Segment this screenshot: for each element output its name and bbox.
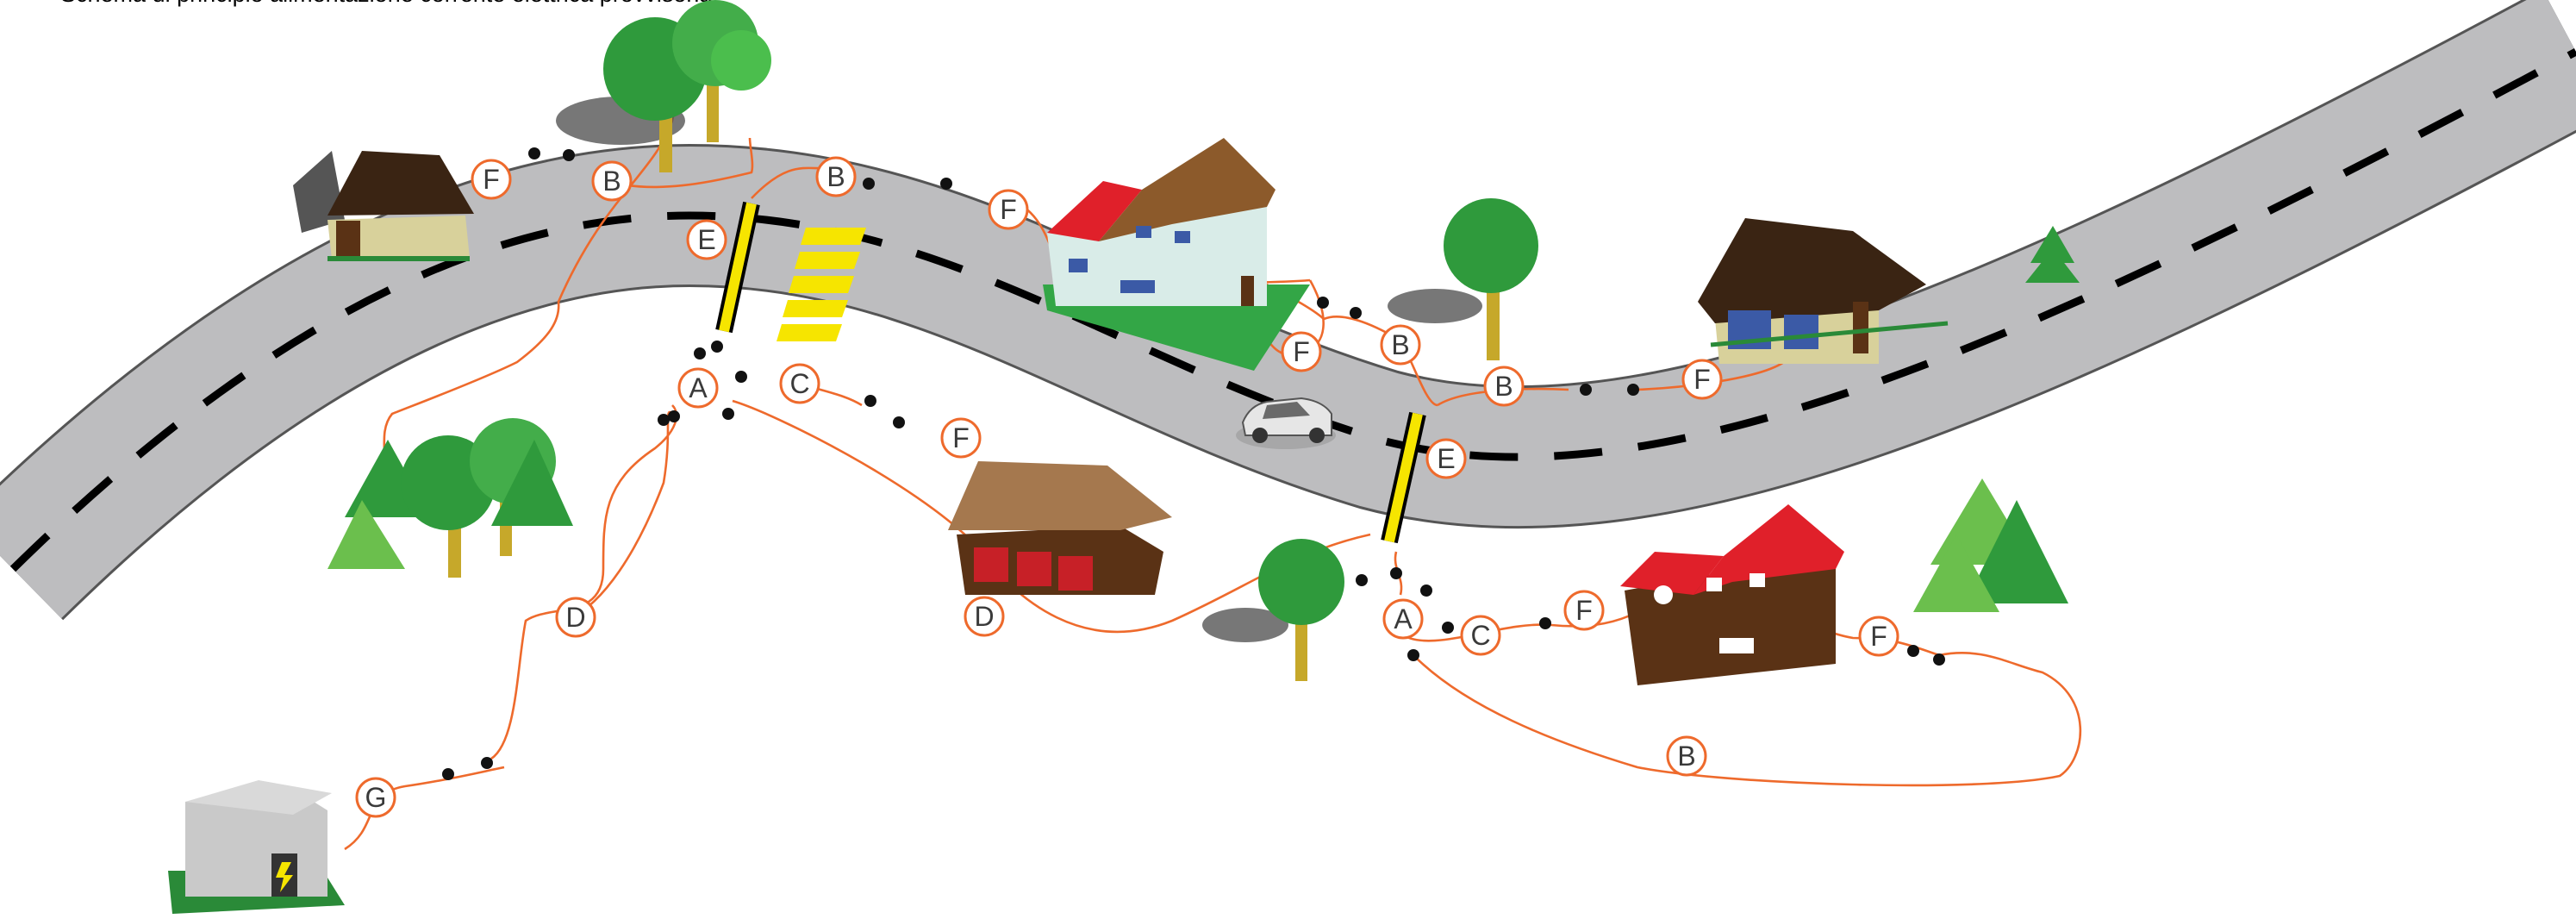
svg-text:F: F [1870, 621, 1887, 652]
tree-group-left [327, 418, 573, 578]
svg-text:C: C [789, 368, 809, 399]
svg-text:F: F [1575, 595, 1593, 626]
connector-f5: F [942, 419, 980, 457]
connector-f1: F [472, 160, 510, 198]
svg-text:F: F [1293, 336, 1310, 367]
connector-f3: F [1282, 333, 1320, 371]
connector-d1: D [557, 598, 595, 636]
connector-b1: B [593, 162, 631, 200]
svg-text:F: F [1000, 194, 1017, 225]
connector-b3: B [1382, 326, 1419, 364]
connector-b5: B [1668, 737, 1706, 775]
svg-text:F: F [1693, 364, 1711, 395]
connector-f6: F [1565, 591, 1603, 629]
substation [168, 780, 345, 914]
connector-f4: F [1683, 360, 1721, 398]
svg-text:C: C [1470, 620, 1490, 651]
connector-g1: G [357, 778, 395, 816]
svg-text:B: B [1677, 741, 1695, 772]
connector-a2: A [1384, 600, 1422, 638]
tree-group-bottom-right [1913, 478, 2068, 612]
connector-b4: B [1485, 367, 1523, 405]
connector-e1: E [688, 221, 726, 259]
house-top-left [293, 151, 474, 259]
connector-c1: C [781, 365, 819, 403]
svg-text:E: E [697, 224, 715, 255]
svg-text:D: D [974, 601, 994, 632]
tree-center-bottom [1202, 539, 1344, 681]
connector-f7: F [1860, 617, 1898, 655]
svg-text:A: A [1394, 603, 1413, 635]
svg-text:B: B [1391, 329, 1409, 360]
connector-b2: B [817, 158, 855, 196]
svg-text:B: B [1494, 371, 1513, 402]
connector-d2: D [965, 597, 1003, 635]
svg-text:F: F [483, 164, 500, 195]
connector-f2: F [989, 191, 1027, 228]
connector-e2: E [1427, 440, 1465, 478]
svg-text:E: E [1437, 443, 1455, 474]
svg-text:D: D [565, 602, 585, 633]
house-red-roof [1620, 504, 1844, 685]
svg-text:A: A [689, 372, 708, 403]
connector-a1: A [679, 369, 717, 407]
connector-c2: C [1462, 616, 1500, 654]
svg-text:B: B [602, 166, 621, 197]
svg-text:B: B [826, 161, 845, 192]
svg-text:F: F [952, 422, 970, 453]
svg-text:G: G [365, 782, 387, 813]
house-brown-center [948, 461, 1172, 595]
